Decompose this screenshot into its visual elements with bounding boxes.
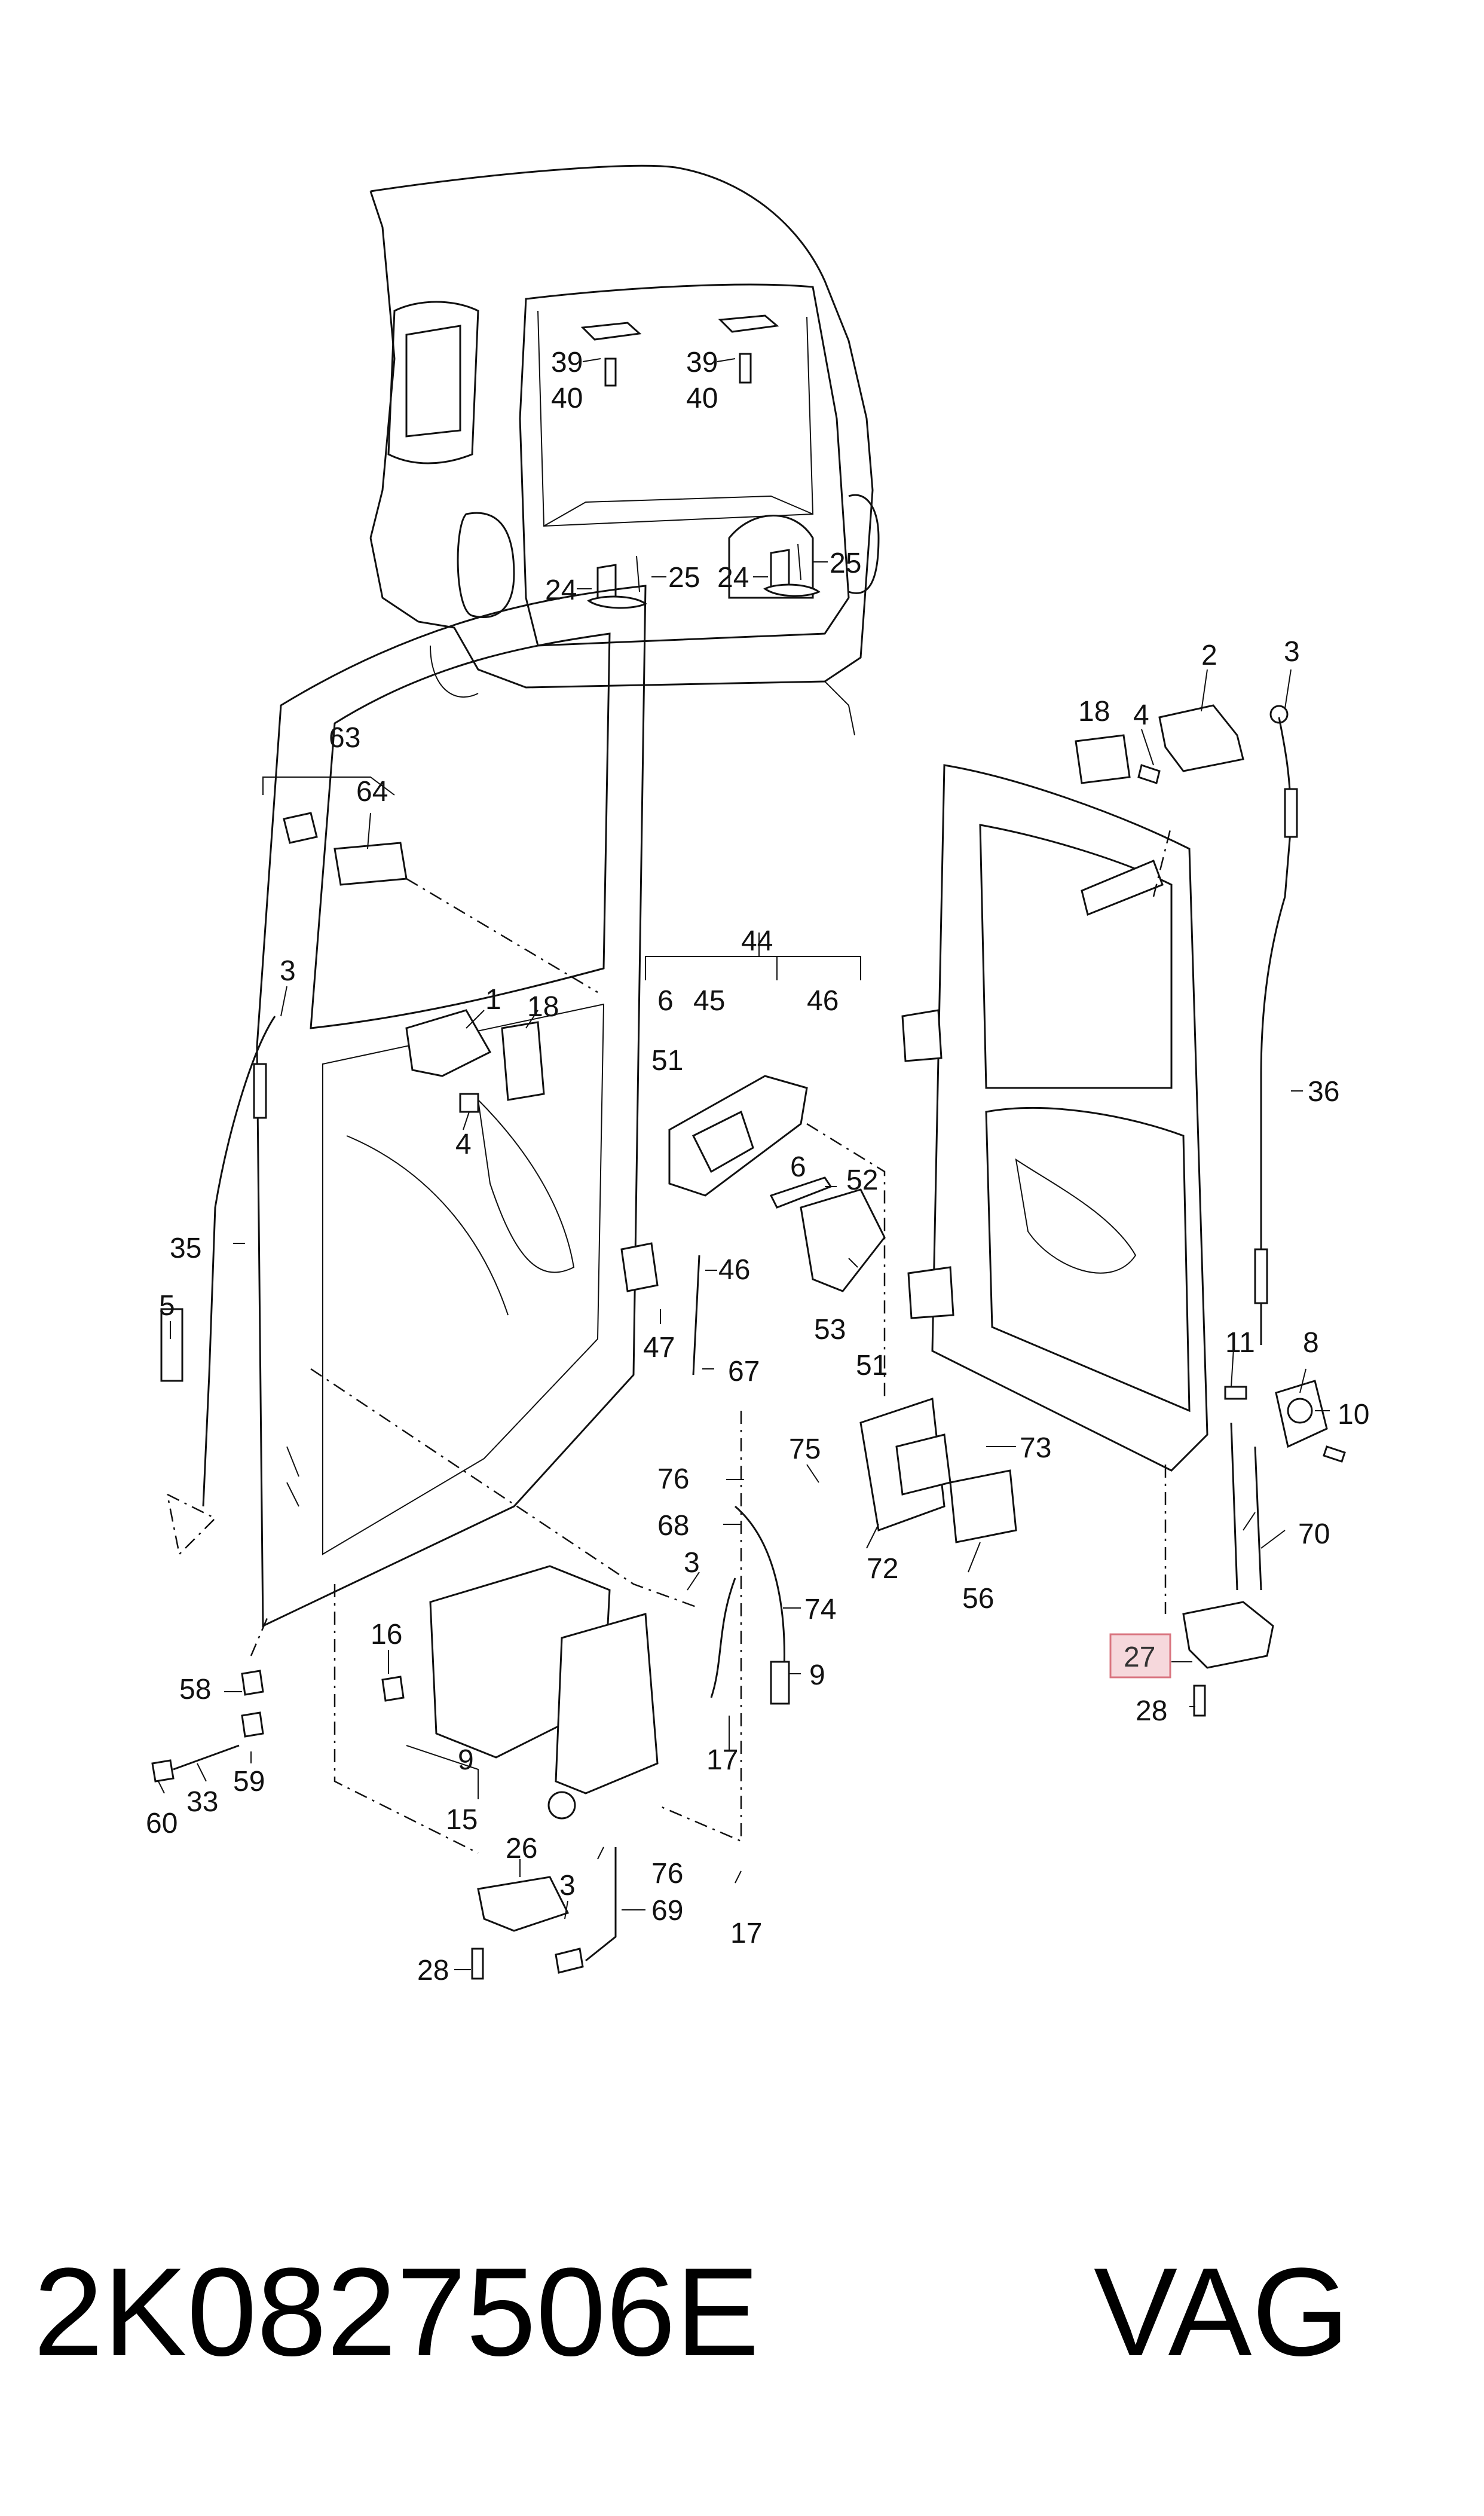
callout-17-bottom: 17: [730, 1918, 762, 1949]
callout-6-mid: 6: [790, 1151, 806, 1183]
callout-51-top: 51: [651, 1045, 683, 1077]
callout-58: 58: [179, 1674, 211, 1705]
callout-35: 35: [170, 1233, 201, 1264]
callout-4-left: 4: [455, 1129, 472, 1160]
callout-56: 56: [962, 1583, 994, 1615]
callout-24-left: 24: [545, 574, 577, 606]
part-number: 2K0827506E: [33, 2242, 759, 2382]
callout-28-left: 28: [417, 1955, 449, 1986]
callout-4-right: 4: [1133, 699, 1149, 731]
callout-27-highlighted: 27: [1124, 1641, 1155, 1673]
callout-69: 69: [651, 1895, 683, 1927]
callout-46-mid: 46: [718, 1254, 750, 1286]
left-rear-door: [256, 585, 647, 1628]
vehicle-rear-illustration: [369, 164, 880, 736]
callout-75: 75: [789, 1433, 821, 1465]
callout-17-mid: 17: [706, 1744, 738, 1776]
callout-51-mid: 51: [856, 1350, 888, 1381]
callout-3-bottom: 3: [559, 1870, 576, 1901]
callout-33: 33: [186, 1786, 218, 1818]
right-rear-door: [901, 764, 1208, 1472]
callout-53: 53: [814, 1314, 846, 1346]
callout-3-left: 3: [280, 955, 296, 987]
callout-45: 45: [693, 985, 725, 1017]
assembly-lines: [166, 824, 1173, 1854]
callout-8: 8: [1303, 1327, 1319, 1359]
callout-72: 72: [867, 1553, 898, 1585]
callouts: 39 40 39 40 24 25 24 25 2 3 18 4 36 63 6…: [146, 347, 1369, 1986]
callout-18-right: 18: [1078, 696, 1110, 727]
callout-3-top-right: 3: [1284, 636, 1300, 668]
callout-74: 74: [804, 1594, 836, 1625]
callout-15: 15: [446, 1804, 478, 1836]
callout-40-left: 40: [551, 383, 583, 414]
callout-24-right: 24: [717, 562, 749, 594]
callout-11: 11: [1225, 1327, 1255, 1359]
callout-2: 2: [1201, 640, 1217, 671]
callout-9-left: 9: [458, 1744, 474, 1776]
callout-36: 36: [1308, 1076, 1339, 1108]
callout-68: 68: [657, 1510, 689, 1542]
callout-39-right: 39: [686, 347, 718, 378]
callout-47: 47: [643, 1332, 675, 1364]
callout-10: 10: [1338, 1399, 1369, 1430]
brand-label: VAG: [1094, 2242, 1350, 2382]
callout-28-right: 28: [1136, 1695, 1167, 1727]
callout-76-bottom: 76: [651, 1858, 683, 1890]
callout-6-top: 6: [657, 985, 674, 1017]
callout-39-left: 39: [551, 347, 583, 378]
callout-25-left: 25: [668, 562, 700, 594]
callout-25-right: 25: [830, 548, 861, 579]
footer: 2K0827506E VAG: [33, 2242, 1350, 2382]
callout-3-mid: 3: [684, 1547, 700, 1579]
callout-1: 1: [485, 984, 501, 1016]
part-shapes: [151, 704, 1346, 1980]
callout-70: 70: [1298, 1518, 1330, 1550]
callout-76-mid: 76: [657, 1463, 689, 1495]
callout-16: 16: [371, 1619, 402, 1650]
callout-9-right: 9: [809, 1659, 825, 1691]
callout-64: 64: [356, 776, 388, 808]
callout-73: 73: [1020, 1432, 1051, 1464]
callout-40-right: 40: [686, 383, 718, 414]
callout-67: 67: [728, 1356, 760, 1387]
callout-63: 63: [329, 722, 360, 754]
callout-52: 52: [846, 1164, 878, 1196]
callout-18-left: 18: [527, 991, 559, 1023]
callout-59: 59: [233, 1766, 265, 1797]
callout-46-top: 46: [807, 985, 839, 1017]
callout-60: 60: [146, 1808, 178, 1839]
leader-lines: [158, 358, 1330, 1970]
callout-5: 5: [159, 1290, 175, 1322]
highlight-box-27: [1109, 1633, 1171, 1679]
callout-26: 26: [506, 1833, 537, 1864]
callout-44: 44: [741, 925, 773, 957]
